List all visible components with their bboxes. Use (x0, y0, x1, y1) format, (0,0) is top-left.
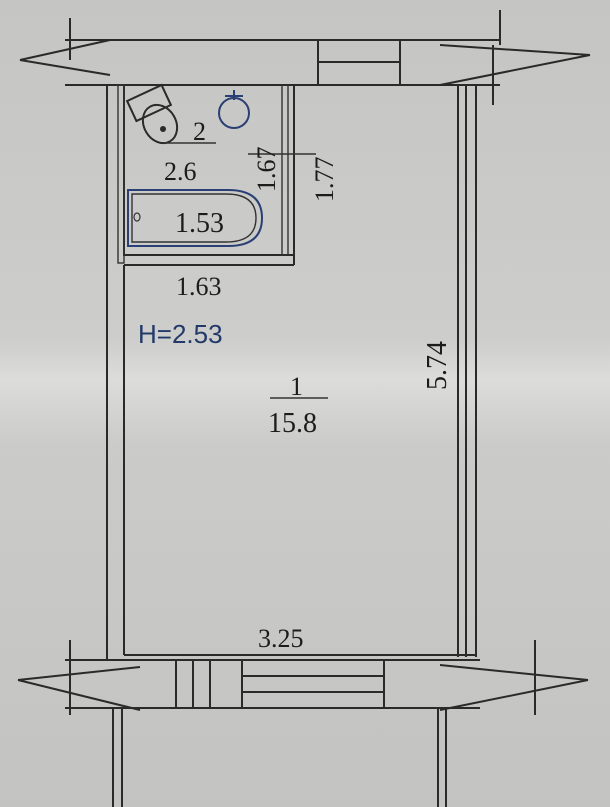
bottom-wall (17, 640, 589, 807)
main-room-number: 1 (290, 372, 303, 401)
bathroom-walls (117, 84, 295, 266)
ceiling-height-note: H=2.53 (138, 319, 223, 349)
sink-icon (218, 90, 250, 129)
main-room-area: 15.8 (268, 408, 317, 439)
bath-outer-height: 1.77 (310, 157, 339, 203)
bath-room-area: 2.6 (164, 157, 197, 186)
room-width: 3.25 (258, 624, 304, 653)
bathtub-icon (127, 189, 264, 247)
toilet-icon (125, 83, 179, 145)
bath-room-number: 2 (193, 117, 206, 146)
room-length: 5.74 (422, 341, 453, 390)
bath-width: 1.63 (176, 272, 222, 301)
tub-length: 1.53 (175, 208, 224, 239)
main-room-walls (106, 85, 477, 660)
bath-inner-height: 1.67 (252, 147, 281, 193)
